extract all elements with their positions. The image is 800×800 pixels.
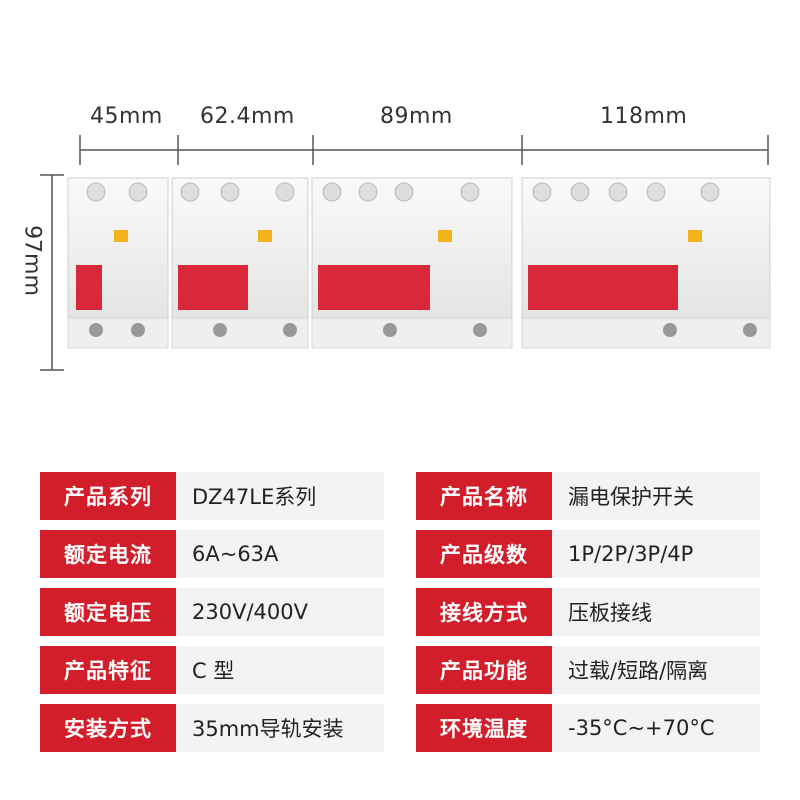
spec-value: 过载/短路/隔离 [552, 646, 760, 694]
spec-value: -35°C~+70°C [552, 704, 760, 752]
spec-label: 产品特征 [40, 646, 176, 694]
spec-cell: 产品级数 1P/2P/3P/4P [416, 530, 760, 578]
spec-value: 6A~63A [176, 530, 384, 578]
spec-value: 漏电保护开关 [552, 472, 760, 520]
spec-cell: 产品系列 DZ47LE系列 [40, 472, 384, 520]
spec-cell: 接线方式 压板接线 [416, 588, 760, 636]
spec-label: 接线方式 [416, 588, 552, 636]
breakers-illustration [67, 177, 771, 349]
spec-label: 产品功能 [416, 646, 552, 694]
spec-table: 产品系列 DZ47LE系列 产品名称 漏电保护开关 额定电流 6A~63A 产品… [40, 472, 760, 762]
spec-value: 压板接线 [552, 588, 760, 636]
spec-value: C 型 [176, 646, 384, 694]
spec-row: 产品特征 C 型 产品功能 过载/短路/隔离 [40, 646, 760, 694]
spec-row: 额定电流 6A~63A 产品级数 1P/2P/3P/4P [40, 530, 760, 578]
spec-label: 产品名称 [416, 472, 552, 520]
width-label-4p: 118mm [600, 104, 688, 129]
width-label-2p: 62.4mm [200, 104, 295, 129]
spec-label: 额定电压 [40, 588, 176, 636]
breaker-2p [171, 177, 309, 349]
spec-value: 35mm导轨安装 [176, 704, 384, 752]
spec-row: 额定电压 230V/400V 接线方式 压板接线 [40, 588, 760, 636]
spec-label: 产品系列 [40, 472, 176, 520]
spec-value: 230V/400V [176, 588, 384, 636]
width-label-3p: 89mm [380, 104, 453, 129]
spec-row: 安装方式 35mm导轨安装 环境温度 -35°C~+70°C [40, 704, 760, 752]
spec-cell: 额定电流 6A~63A [40, 530, 384, 578]
spec-label: 产品级数 [416, 530, 552, 578]
spec-cell: 产品功能 过载/短路/隔离 [416, 646, 760, 694]
spec-value: 1P/2P/3P/4P [552, 530, 760, 578]
spec-cell: 产品特征 C 型 [40, 646, 384, 694]
spec-label: 安装方式 [40, 704, 176, 752]
spec-cell: 环境温度 -35°C~+70°C [416, 704, 760, 752]
spec-value: DZ47LE系列 [176, 472, 384, 520]
dimension-lines [40, 135, 769, 371]
breaker-4p [521, 177, 771, 349]
spec-row: 产品系列 DZ47LE系列 产品名称 漏电保护开关 [40, 472, 760, 520]
spec-cell: 产品名称 漏电保护开关 [416, 472, 760, 520]
spec-cell: 安装方式 35mm导轨安装 [40, 704, 384, 752]
dimension-drawing: 45mm 62.4mm 89mm 118mm 97mm [19, 104, 771, 371]
height-label: 97mm [19, 225, 45, 296]
breaker-3p [311, 177, 513, 349]
spec-label: 环境温度 [416, 704, 552, 752]
spec-cell: 额定电压 230V/400V [40, 588, 384, 636]
width-label-1p: 45mm [90, 104, 163, 129]
spec-label: 额定电流 [40, 530, 176, 578]
breaker-1p [67, 177, 169, 349]
